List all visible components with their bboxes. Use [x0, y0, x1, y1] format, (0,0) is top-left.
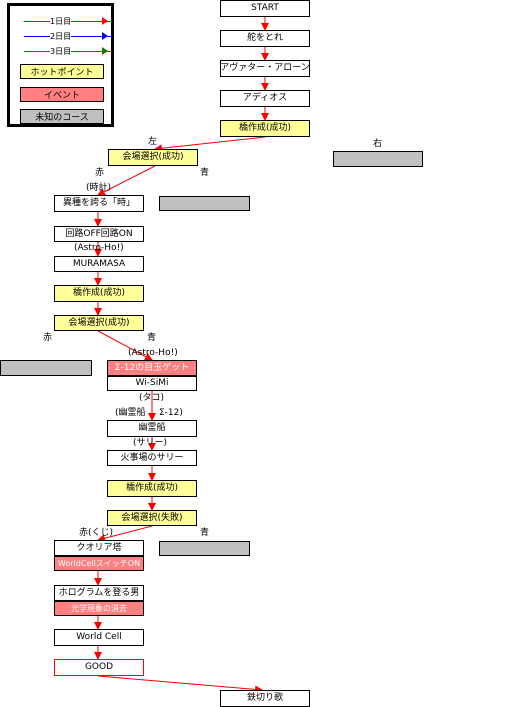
node-avatar-alone: アヴァター・アローン: [220, 60, 310, 77]
label-blue-1: 青: [200, 168, 210, 178]
legend-day2-label: 2日目: [50, 31, 72, 42]
node-venue-1: 会場選択(成功): [108, 149, 198, 166]
arrow-venue1-time: [97, 165, 156, 196]
node-hologram: ホログラムを登る男: [54, 585, 144, 601]
label-sigma12: Σ-12): [159, 408, 183, 418]
legend-day1-label: 1日目: [50, 16, 72, 27]
node-muramasa: MURAMASA: [54, 256, 144, 272]
node-unknown-right-1: [333, 151, 423, 167]
node-wisimi: Wi-SiMi: [107, 376, 197, 391]
node-world-cell: World Cell: [54, 629, 144, 646]
legend: 1日目 2日目 3日目 ホットポイント イベント 未知のコース: [7, 3, 114, 127]
label-left-1: 左: [148, 137, 158, 147]
label-red-1: 赤: [95, 168, 105, 178]
node-fire-sally: 火事場のサリー: [107, 450, 197, 466]
legend-day2: 2日目: [10, 29, 112, 43]
legend-day1: 1日目: [10, 14, 112, 28]
label-blue-2: 青: [147, 333, 157, 343]
arrow-good-tetsukiri: [97, 675, 263, 694]
arrowhead-icon: [102, 32, 108, 40]
label-blue-3: 青: [200, 528, 210, 538]
label-red-kuji: 赤(くじ): [79, 528, 114, 538]
legend-hotpoint: ホットポイント: [20, 64, 104, 79]
node-sigma-eye: Σ-12の目玉ゲット: [107, 360, 197, 376]
node-tetsukiri-song: 鉄切り歌: [220, 690, 310, 707]
legend-day3: 3日目: [10, 44, 112, 58]
label-sally: (サリー): [133, 438, 168, 448]
node-optical-erase: 光学現象の消去: [54, 601, 144, 616]
arrow-bridge1-venue1: [154, 136, 266, 153]
label-astro-1: (Astro-Ho!): [74, 243, 124, 253]
node-ghost-ship: 幽霊船: [107, 420, 197, 437]
label-ghost-ship-paren: (幽霊船: [115, 408, 146, 418]
node-qualia-tower: クオリア塔: [54, 540, 144, 556]
legend-event: イベント: [20, 87, 104, 102]
label-red-2: 赤: [43, 333, 53, 343]
node-good-ending: GOOD: [54, 659, 144, 676]
label-right-1: 右: [373, 139, 383, 149]
label-tako: (タコ): [139, 393, 165, 403]
node-circuit: 回路OFF回路ON: [54, 226, 144, 242]
node-time: 異種を誇る「時」: [54, 195, 144, 212]
node-unknown-blue-3: [159, 541, 250, 556]
node-venue-3: 会場選択(失敗): [107, 510, 197, 526]
arrow-venue2-sigma: [97, 330, 153, 361]
node-bridge-2: 橋作成(成功): [54, 285, 144, 302]
arrowhead-icon: [102, 17, 108, 25]
node-bridge-3: 橋作成(成功): [107, 480, 197, 497]
node-bridge-1: 橋作成(成功): [220, 120, 310, 137]
node-start: START: [220, 0, 310, 17]
node-adios: アディオス: [220, 90, 310, 107]
node-venue-2: 会場選択(成功): [54, 315, 144, 331]
legend-day3-label: 3日目: [50, 46, 72, 57]
label-astro-2: (Astro-Ho!): [128, 348, 178, 358]
legend-unknown-course: 未知のコース: [20, 109, 104, 124]
arrowhead-icon: [102, 47, 108, 55]
node-worldcell-switch: WorldCellスイッチON: [54, 556, 144, 571]
label-tokei: (時計): [86, 183, 112, 193]
node-unknown-blue-1: [159, 196, 250, 211]
node-steer: 舵をとれ: [220, 30, 310, 47]
arrow-venue3-qualia: [97, 525, 153, 543]
node-unknown-red-2: [0, 360, 92, 376]
